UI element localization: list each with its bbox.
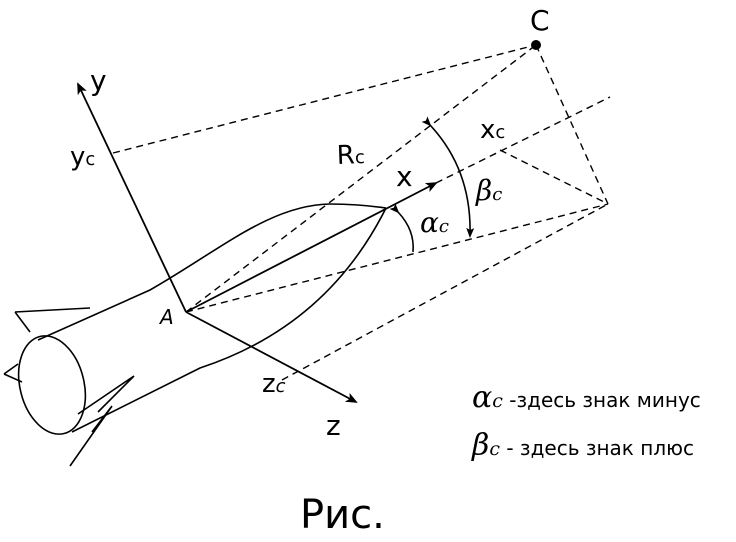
rocket-fin-upper — [14, 307, 91, 333]
yc-projection — [112, 44, 537, 154]
figure-caption: Рис. — [300, 492, 385, 538]
xc-label: xc — [480, 115, 505, 145]
legend-beta: βc - здесь знак плюс — [471, 428, 694, 463]
alpha-arc — [389, 203, 415, 253]
zc-projection — [281, 203, 609, 381]
z-axis — [185, 311, 358, 403]
zc-label: zc — [262, 369, 286, 399]
angle-arcs — [389, 116, 475, 253]
y-axis-label: y — [90, 64, 107, 97]
rocket-fin-left — [3, 363, 23, 383]
legend-alpha: αc -здесь знак минус — [472, 380, 701, 415]
rocket-top-edge — [37, 203, 387, 341]
point-c-dot — [531, 40, 541, 50]
point-c-label: C — [530, 4, 550, 37]
axes — [77, 82, 438, 403]
x-axis-extension — [435, 96, 611, 184]
a-to-xz-projection — [185, 203, 609, 313]
beta-label: βc — [475, 174, 502, 207]
z-axis-label: z — [326, 409, 341, 442]
c-to-xz-projection — [535, 44, 609, 205]
x-axis — [185, 182, 438, 313]
rocket-body — [3, 203, 387, 467]
rc-label: Rc — [336, 140, 365, 171]
rc-line — [185, 44, 537, 313]
alpha-label: αc — [420, 206, 449, 239]
construction-lines — [112, 44, 611, 381]
rocket-fin-lower — [69, 375, 135, 467]
point-a-label: A — [158, 305, 174, 329]
beta-arc — [421, 116, 475, 238]
rocket-nozzle — [17, 335, 87, 435]
y-axis — [77, 82, 187, 313]
rocket-bottom-edge — [71, 207, 387, 433]
yc-label: yc — [70, 142, 95, 172]
x-axis-label: x — [396, 160, 413, 193]
xc-projection — [499, 149, 609, 205]
legend: αc -здесь знак минус βc - здесь знак плю… — [471, 380, 701, 463]
